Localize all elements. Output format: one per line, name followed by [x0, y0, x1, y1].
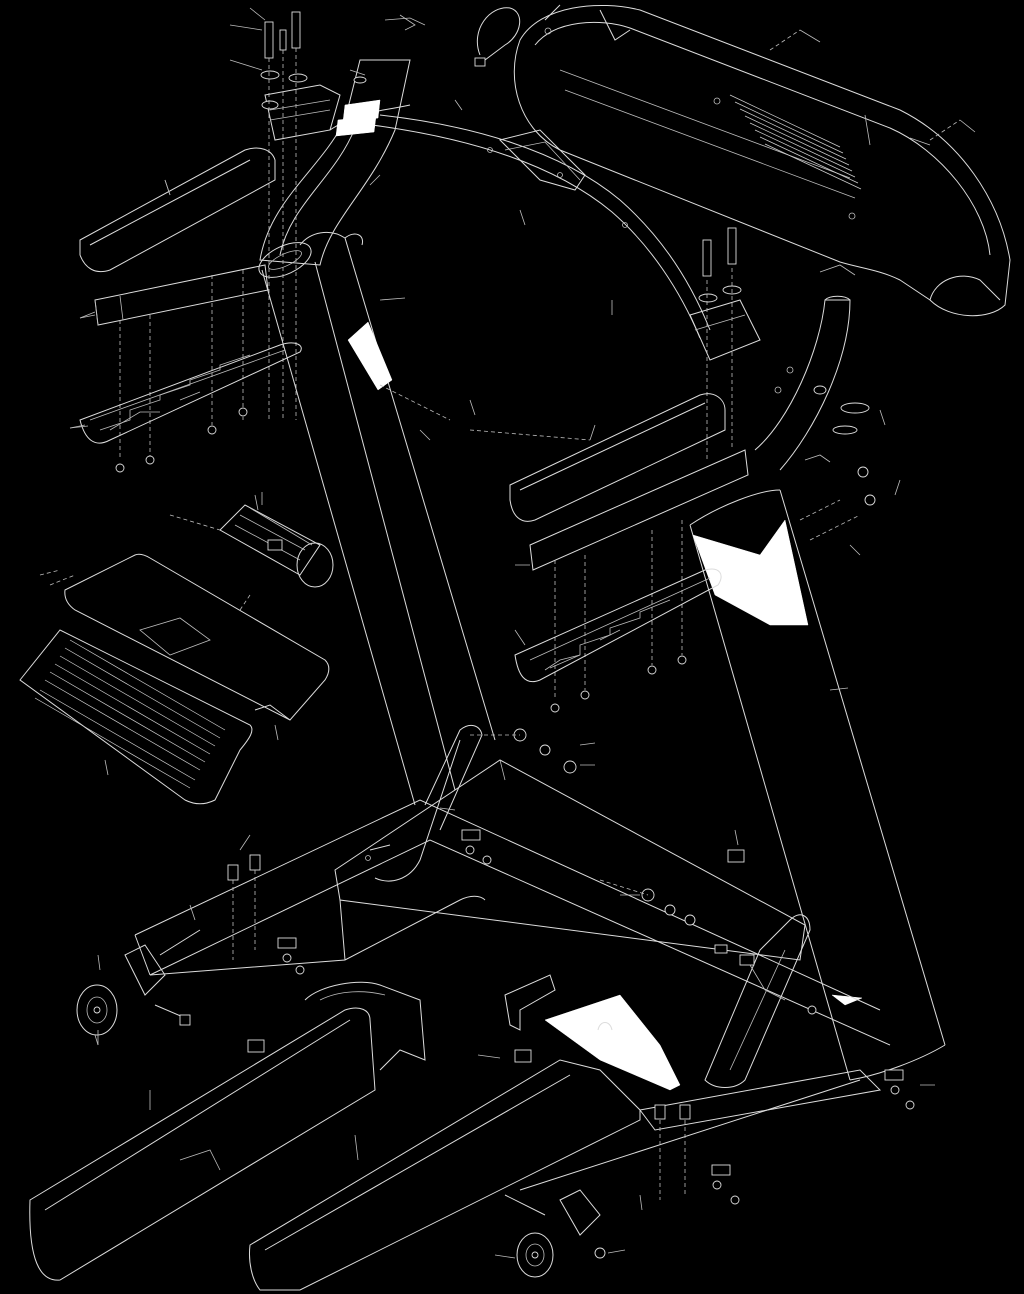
lower-right-rail — [249, 1049, 641, 1291]
base-frame — [134, 759, 891, 1046]
top-left-hardware — [229, 7, 426, 420]
left-handrail-cover — [69, 342, 302, 444]
upright-crossbar — [329, 104, 711, 339]
rear-right-wheel — [494, 1189, 626, 1278]
left-upright — [261, 231, 591, 806]
right-mount-bracket — [529, 449, 749, 700]
motor-hood — [39, 553, 330, 721]
console-grill — [729, 94, 862, 190]
motor — [169, 494, 334, 611]
lower-left-rail — [29, 1007, 376, 1281]
base-hardware — [227, 728, 915, 1205]
front-left-wheel — [76, 944, 191, 1046]
left-upright-top — [258, 59, 411, 278]
callout-leaders — [69, 99, 935, 1211]
console-assembly — [474, 4, 1011, 317]
right-handlebar — [509, 393, 726, 522]
left-side-rail — [149, 724, 486, 976]
left-mount-bracket — [79, 264, 269, 460]
front-shroud-highlight — [544, 994, 681, 1091]
right-mount-screws — [550, 655, 687, 713]
motor-grill-cover — [19, 629, 253, 805]
left-mount-screws — [115, 407, 248, 473]
right-rear-bracket — [704, 914, 811, 1088]
right-upright — [689, 295, 946, 1081]
right-handrail-cover — [514, 568, 722, 682]
front-end-cap — [304, 981, 426, 1071]
left-handlebar — [79, 147, 276, 273]
base-back-rail — [519, 1069, 882, 1191]
right-mount-hardware — [689, 227, 876, 506]
